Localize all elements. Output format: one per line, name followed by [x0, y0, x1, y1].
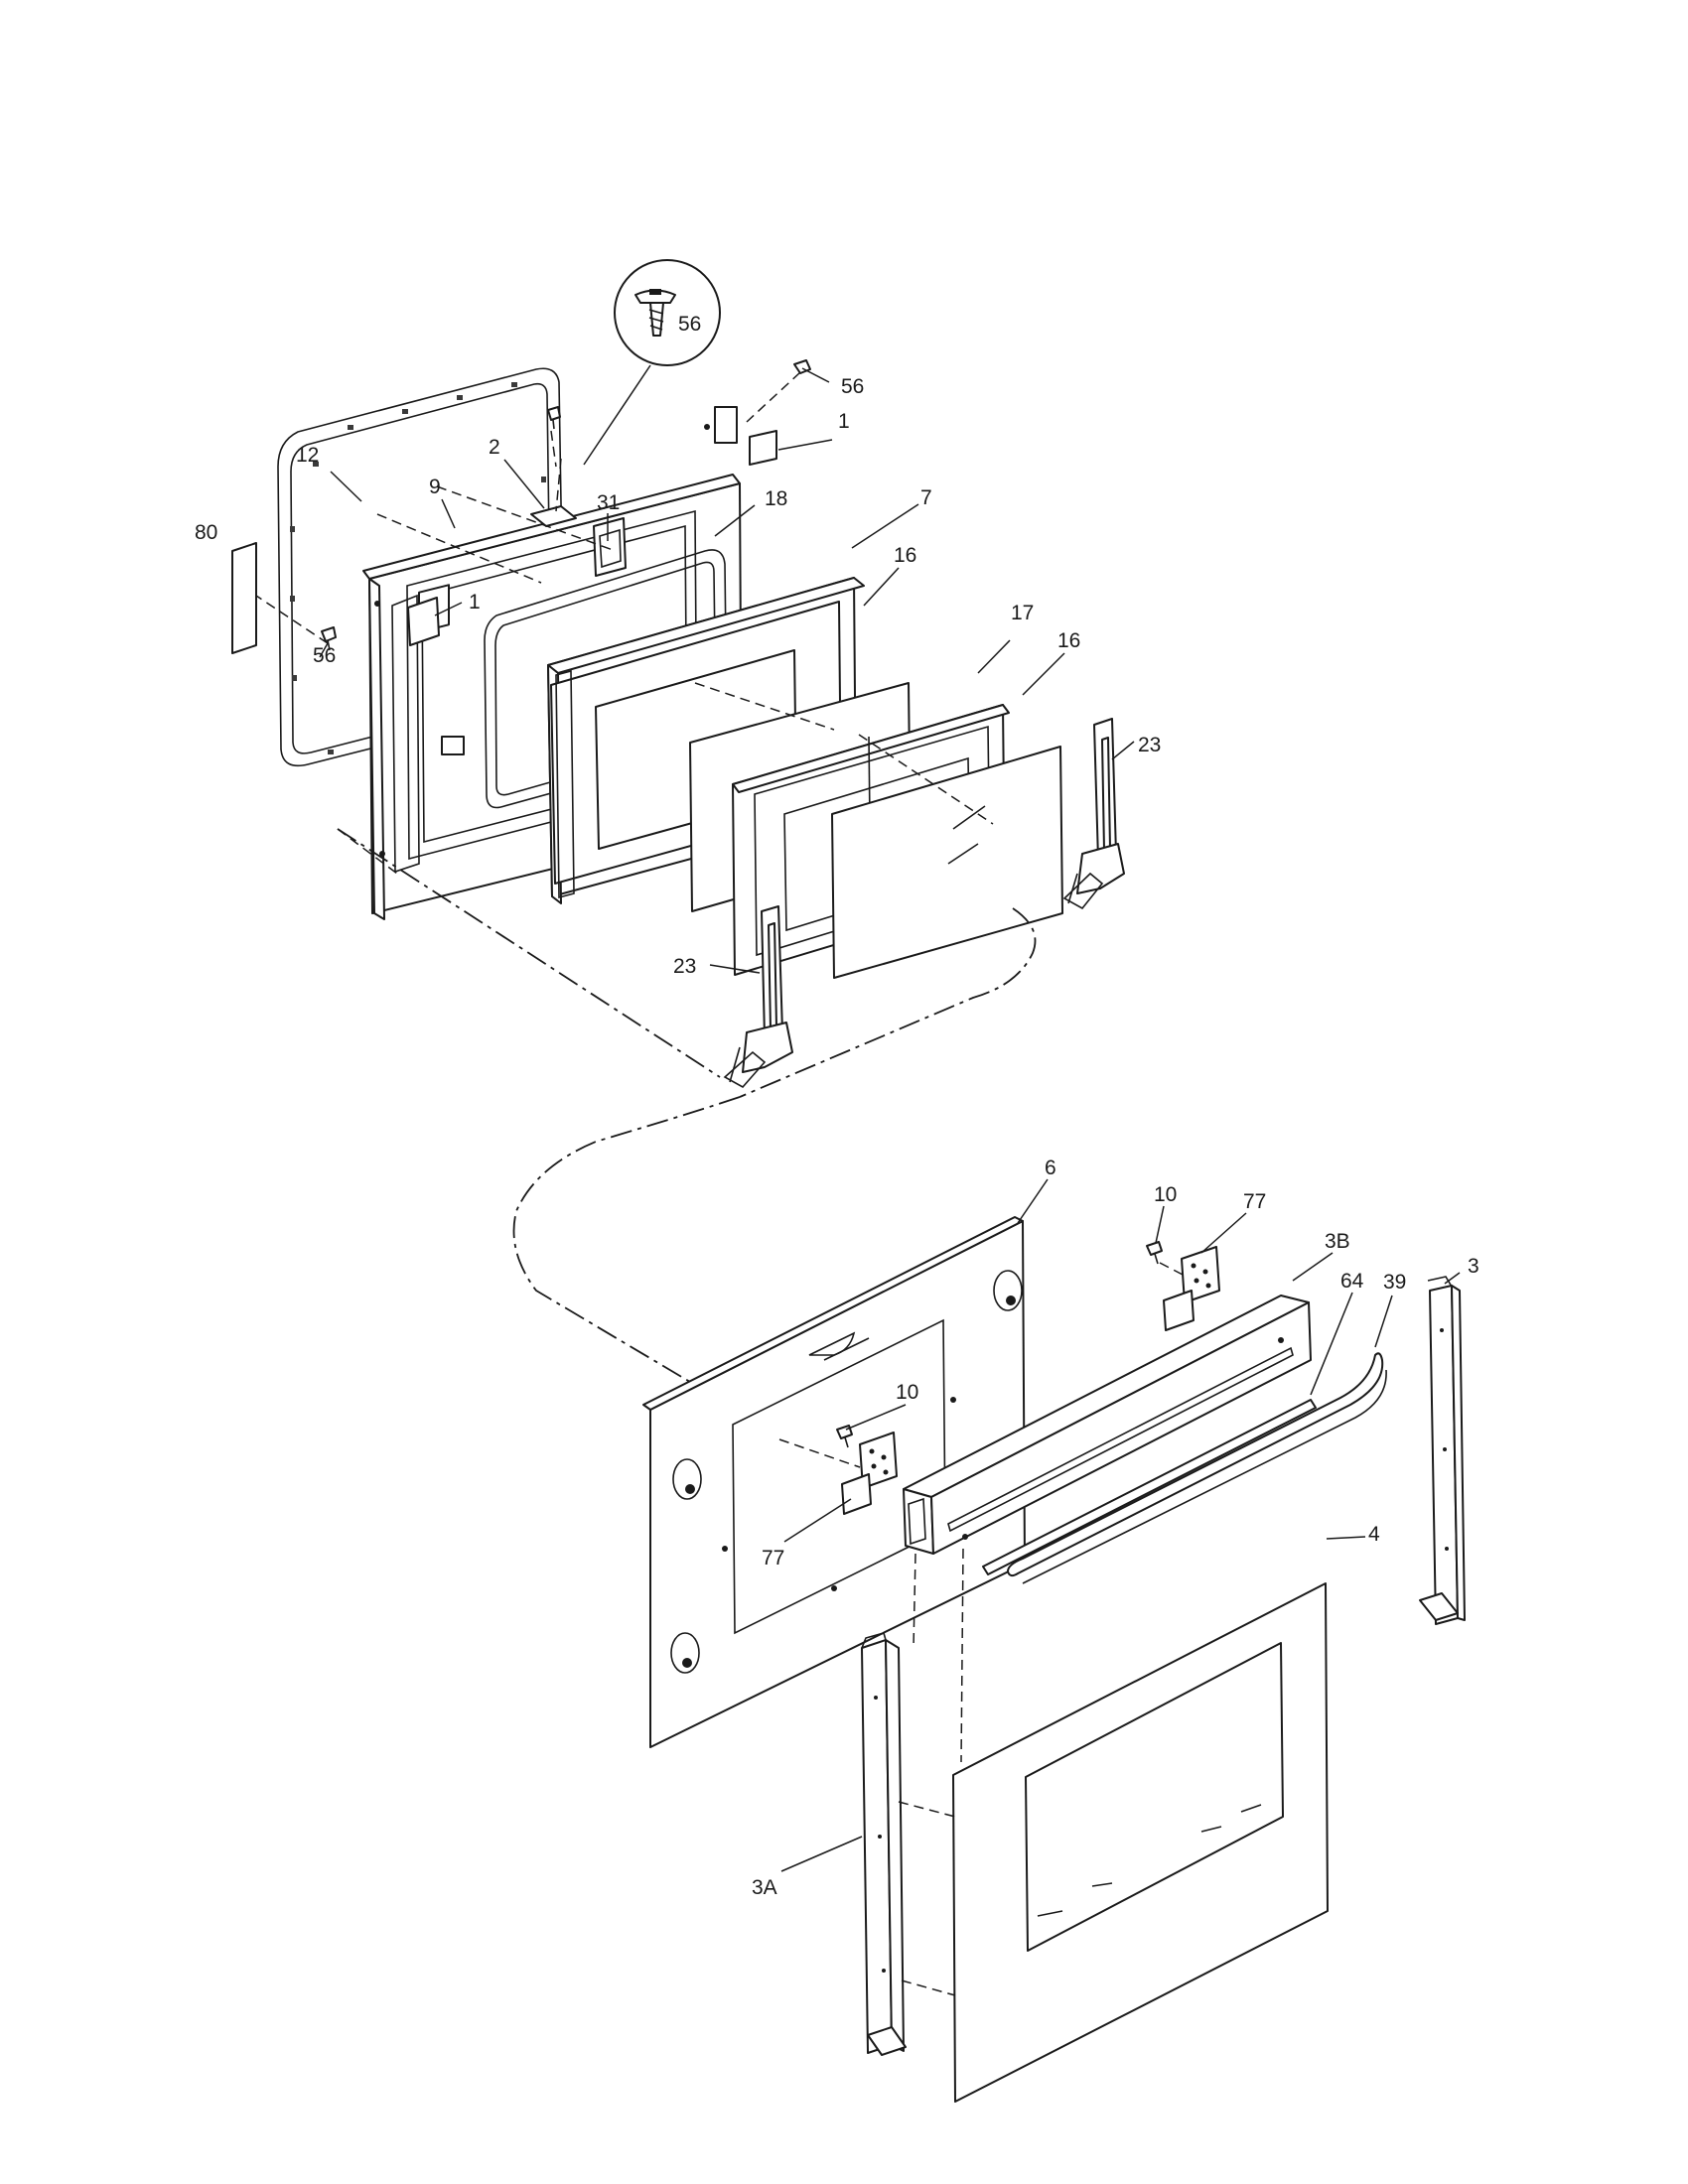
callout-1-left: 1 [469, 591, 481, 614]
callout-56-top: 56 [841, 375, 864, 398]
callout-17: 17 [1011, 602, 1034, 624]
part-16-glass-panel-right [831, 746, 1063, 979]
callout-23-left: 23 [673, 955, 696, 978]
callout-10-top: 10 [1154, 1183, 1177, 1206]
part-4-outer-door-panel [952, 1582, 1329, 2103]
part-77-hinge-plate-top [1163, 1246, 1220, 1331]
part-3-right-side-trim [1419, 1276, 1466, 1625]
screw-56-frame [547, 406, 561, 430]
inset-screw-detail [583, 259, 721, 466]
callout-80: 80 [195, 521, 217, 544]
part-23-hinge-right [1062, 718, 1125, 910]
callout-labels: 80 12 9 2 31 18 7 56 56 1 1 56 16 17 16 … [195, 313, 1479, 1899]
callout-3B: 3B [1325, 1230, 1350, 1253]
callout-6: 6 [1045, 1157, 1056, 1179]
part-3B-top-trim [903, 1295, 1312, 1555]
callout-23-right: 23 [1138, 734, 1161, 756]
part-2-clip [530, 505, 577, 527]
assembly-connector-line [337, 828, 1037, 1386]
part-80-label-sticker [231, 542, 257, 654]
part-64-gasket-strip [982, 1399, 1317, 1575]
callout-16-left: 16 [894, 544, 916, 567]
part-31-bracket [593, 517, 627, 577]
callout-1-top: 1 [838, 410, 850, 433]
part-77-hinge-plate-left [841, 1432, 898, 1515]
callout-77-top: 77 [1243, 1190, 1266, 1213]
callout-12: 12 [296, 444, 319, 467]
callout-39: 39 [1383, 1271, 1406, 1294]
screw-10-top [1146, 1241, 1186, 1277]
callout-9: 9 [429, 476, 441, 498]
part-3A-left-side-trim [861, 1632, 907, 2056]
callout-31: 31 [597, 491, 620, 514]
callout-18: 18 [765, 487, 787, 510]
part-39-door-handle [1007, 1352, 1387, 1584]
callout-4: 4 [1368, 1523, 1380, 1546]
screw-56-left [321, 626, 337, 651]
callout-56-left: 56 [313, 644, 336, 667]
callout-56-inset: 56 [678, 313, 701, 336]
callout-7: 7 [920, 486, 932, 509]
part-1-hinge-clip-right [749, 430, 777, 466]
part-1-hinge-clip-left [407, 597, 440, 646]
callout-64: 64 [1340, 1270, 1364, 1293]
callout-3: 3 [1468, 1255, 1479, 1278]
callout-16-right: 16 [1057, 629, 1080, 652]
alignment-lines-upper [255, 371, 994, 875]
leader-lines [319, 367, 1461, 1872]
callout-2: 2 [489, 436, 500, 459]
alignment-lines-lower [898, 1548, 964, 1996]
callout-10-mid: 10 [896, 1381, 918, 1404]
liner-vent-bumps [670, 1270, 1023, 1674]
callout-77-left: 77 [762, 1547, 784, 1570]
callout-3A: 3A [752, 1876, 777, 1899]
part-23-hinge-left [723, 905, 793, 1089]
